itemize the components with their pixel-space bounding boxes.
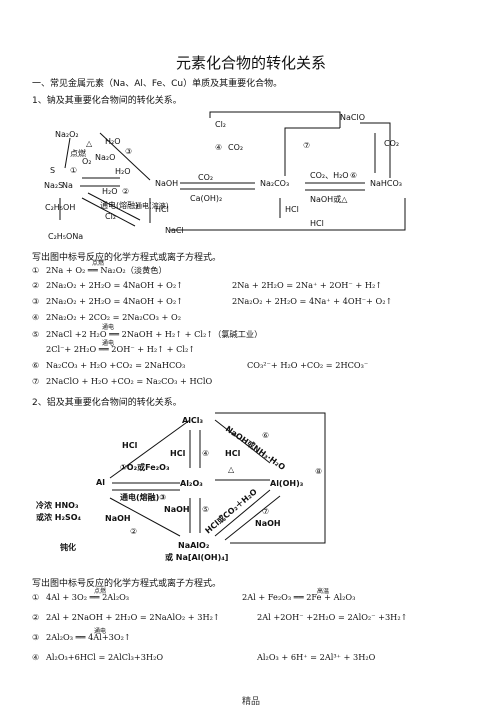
heat-label: △ — [86, 139, 93, 148]
ignite-label: 点燃 — [70, 148, 86, 158]
passivation-label: 钝化 — [60, 542, 76, 552]
na2o-label: Na₂O — [95, 153, 115, 162]
na-heading: 1、钠及其重要化合物间的转化关系。 — [32, 96, 182, 106]
num-7-al: ⑦ — [262, 507, 269, 516]
caoh2-label: Ca(OH)₂ — [190, 194, 222, 203]
na-task: 写出图中标号反应的化学方程式或离子方程式。 — [32, 253, 222, 263]
na-label: Na — [62, 181, 73, 190]
num-8-al: ⑧ — [315, 467, 322, 476]
sodium-conversion-diagram: Na₂O₂ Na₂O Na₂S Na C₂H₅OH C₂H₅ONa NaOH N… — [44, 111, 406, 241]
electrolysis-solution-label: 通电(溶液) — [135, 201, 169, 210]
h2o-label-a: H₂O — [115, 167, 131, 176]
hcl-or-co2-label: HCl或CO₂＋H₂O — [203, 486, 259, 535]
al-task: 写出图中标号反应的化学方程式或离子方程式。 — [32, 579, 222, 589]
c2h5ona-label: C₂H₅ONa — [48, 232, 83, 241]
aluminium-conversion-diagram: AlCl₃ Al Al₂O₃ Al(OH)₃ NaAlO₂ 或 Na[Al(OH… — [36, 412, 326, 562]
co2-h2o-label: CO₂、H₂O — [310, 171, 349, 180]
hcl-label-bottom: HCl — [310, 219, 324, 228]
naoh-label-al-c: NaOH — [255, 519, 281, 528]
electrolysis-melt-al-label: 通电(熔融)③ — [120, 492, 166, 502]
o2-label: O₂ — [82, 157, 92, 166]
al-heading: 2、铝及其重要化合物间的转化关系。 — [32, 398, 182, 408]
num-4: ④ — [215, 143, 222, 152]
num-6: ⑥ — [350, 171, 357, 180]
num-6-al: ⑥ — [262, 431, 269, 440]
naoh-label-al: NaOH — [105, 514, 131, 523]
c2h5oh-label: C₂H₅OH — [45, 203, 75, 212]
co2-label-4: CO₂ — [228, 143, 243, 152]
naoh-label-al-b: NaOH — [164, 505, 190, 514]
cl2-label-b: Cl₂ — [105, 212, 116, 221]
hcl-label-a: HCl — [122, 441, 138, 450]
section-intro: 一、常见金属元素（Na、Al、Fe、Cu）单质及其重要化合物。 — [32, 79, 283, 89]
s-label: S — [50, 166, 55, 175]
al2o3-label: Al₂O₃ — [180, 479, 203, 488]
h2o-label-3: H₂O — [105, 137, 121, 146]
co2-label-mid: CO₂ — [198, 173, 213, 182]
num-2: ② — [122, 187, 129, 196]
acid2-label: 或浓 H₂SO₄ — [36, 512, 82, 522]
na2co3-label: Na₂CO₃ — [260, 179, 289, 188]
num-4-al: ④ — [202, 449, 209, 458]
hcl-label-left: HCl — [155, 205, 169, 214]
cl2-top-label: Cl₂ — [215, 120, 226, 129]
al-label: Al — [96, 478, 105, 487]
nahco3-label: NaHCO₃ — [370, 179, 402, 188]
num-2-al: ② — [130, 527, 137, 536]
heat-label-al: △ — [228, 465, 235, 474]
na-eq-5b: 2Cl⁻+ 2H₂O ══ 2OH⁻ + H₂↑ + Cl₂↑ 通电 — [46, 340, 196, 354]
page-title: 元素化合物的转化关系 — [175, 54, 326, 72]
naaloh4-label: 或 Na[Al(OH)₄] — [165, 552, 228, 562]
page-footer: 精品 — [241, 697, 260, 707]
num-7: ⑦ — [303, 141, 310, 150]
na2o2-label: Na₂O₂ — [55, 130, 79, 139]
num-5-al: ⑤ — [202, 505, 209, 514]
alcl3-label: AlCl₃ — [182, 416, 204, 425]
o2-fe2o3-label: ①O₂或Fe₂O₃ — [120, 462, 170, 472]
na2s-label: Na₂S — [44, 181, 63, 190]
h2o-label-2: H₂O — [102, 187, 118, 196]
hcl-label-c: HCl — [225, 449, 241, 458]
hcl-label-b: HCl — [170, 449, 186, 458]
num-1: ① — [70, 166, 77, 175]
acid-label: 冷浓 HNO₃ — [36, 500, 79, 510]
co2-label-right: CO₂ — [384, 139, 399, 148]
electrolysis-melt-label: 通电(熔融) — [100, 200, 138, 210]
num-3: ③ — [125, 147, 132, 156]
naoh-label: NaOH — [155, 179, 178, 188]
naclo-label: NaClO — [340, 113, 365, 122]
nacl-label: NaCl — [165, 226, 184, 235]
hcl-label-mid: HCl — [285, 205, 299, 214]
naalo2-label: NaAlO₂ — [178, 541, 210, 550]
naoh-or-heat-label: NaOH或△ — [310, 194, 348, 204]
aloh3-label: Al(OH)₃ — [270, 479, 304, 488]
